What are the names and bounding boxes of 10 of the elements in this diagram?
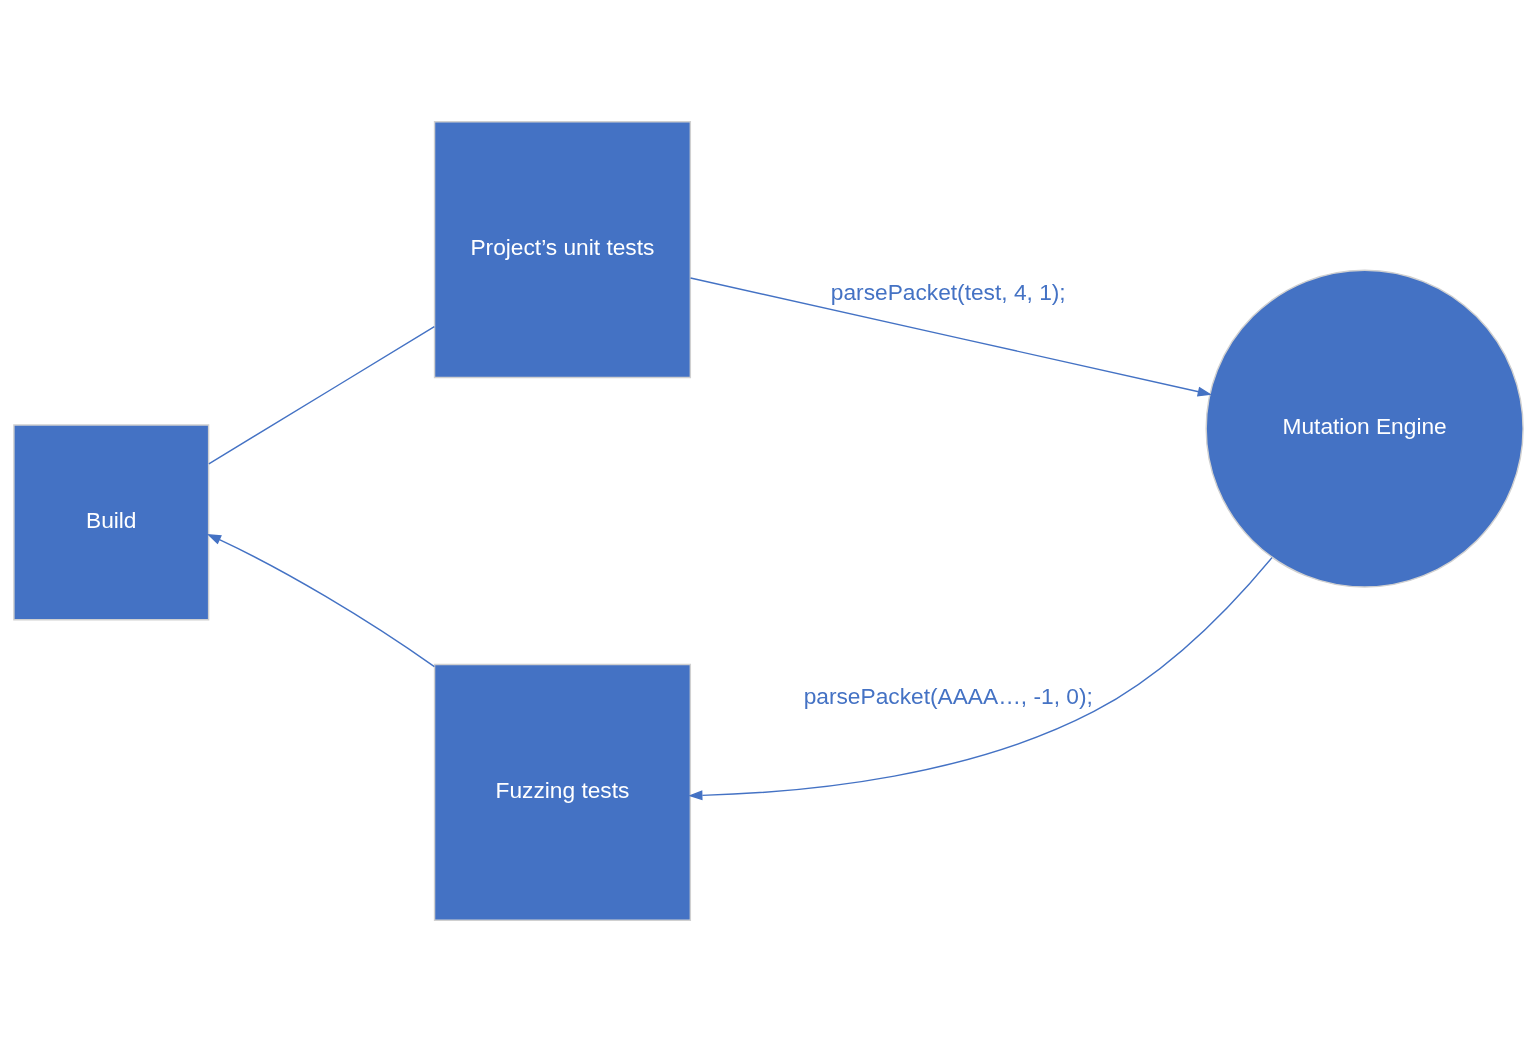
arrow xyxy=(688,556,1273,801)
arrow xyxy=(206,533,436,668)
connector xyxy=(208,325,436,465)
node-box: Fuzzing tests xyxy=(433,663,692,922)
node-box: Project’s unit tests xyxy=(433,120,692,379)
node-circle: Mutation Engine xyxy=(1205,269,1524,588)
node-box: Build xyxy=(13,424,210,621)
edge-label: parsePacket(test, 4, 1); xyxy=(830,279,1066,306)
edge-label: parsePacket(AAAA…, -1, 0); xyxy=(803,683,1093,710)
arrow xyxy=(689,277,1212,397)
